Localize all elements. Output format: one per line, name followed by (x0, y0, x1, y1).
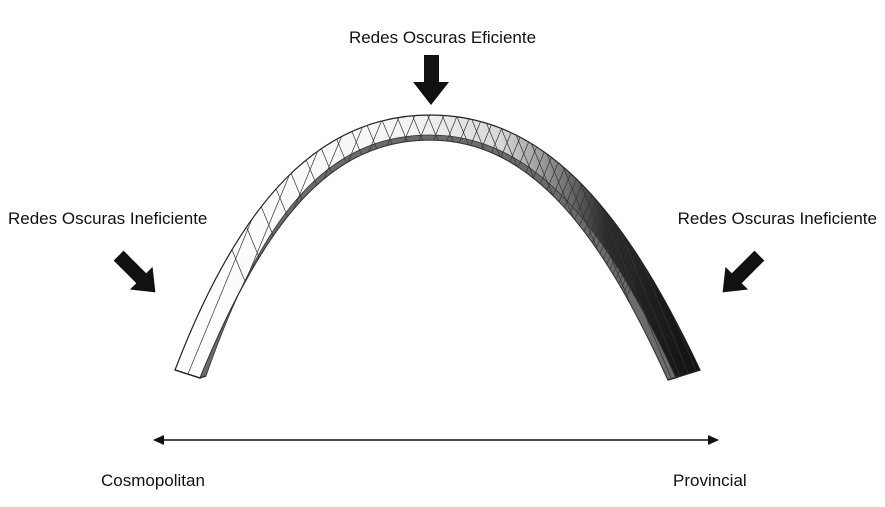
hatch-line (689, 115, 700, 380)
hatch-line (180, 115, 302, 380)
hatch-line (537, 115, 658, 380)
hatch-line (356, 115, 477, 380)
arch-crosshatch (50, 100, 828, 390)
hatch-line (708, 100, 828, 390)
hatch-line (200, 115, 321, 380)
down-arrow-icon (413, 55, 449, 105)
arch-inner-edge (199, 134, 677, 381)
efficient-dark-networks-label: Redes Oscuras Eficiente (348, 28, 537, 47)
hatch-line (338, 115, 460, 380)
cosmopolitan-label: Cosmopolitan (101, 471, 205, 490)
hatch-line (674, 115, 700, 380)
arch-band (50, 100, 828, 390)
hatch-line (175, 115, 195, 380)
hatch-line (489, 115, 610, 380)
hatch-line (476, 115, 598, 380)
hatch-line (548, 115, 670, 380)
hatch-line (694, 115, 700, 380)
hatch-line (679, 115, 700, 380)
arch-left-end (174, 369, 207, 379)
hatch-line (381, 115, 502, 380)
hatch-line (631, 115, 700, 380)
hatch-line (531, 115, 652, 380)
hatch-line (574, 115, 696, 380)
arch-right-end (667, 369, 701, 381)
hatch-line (704, 100, 824, 390)
hatch-line (699, 115, 700, 380)
right-diagonal-arrow-icon (722, 250, 765, 293)
hatch-line (175, 115, 240, 380)
hatch-line (545, 115, 667, 380)
provincial-label: Provincial (673, 471, 747, 490)
inefficient-dark-networks-right-label: Redes Oscuras Ineficiente (677, 209, 877, 228)
axis-left-arrowhead (153, 435, 164, 445)
axis-right-arrowhead (708, 435, 719, 445)
arch-band-fill (174, 114, 701, 381)
hatch-line (543, 115, 664, 380)
hatch-line (253, 115, 375, 380)
inefficient-dark-networks-left-label: Redes Oscuras Ineficiente (8, 209, 208, 228)
hatch-line (535, 115, 656, 380)
left-diagonal-arrow-icon (113, 250, 156, 293)
hatch-line (50, 100, 170, 390)
hatch-line (555, 115, 677, 380)
hatch-line (684, 115, 700, 380)
hatch-line (393, 115, 514, 380)
hatch-line (565, 115, 687, 380)
cosmopolitan-provincial-axis (153, 435, 719, 445)
